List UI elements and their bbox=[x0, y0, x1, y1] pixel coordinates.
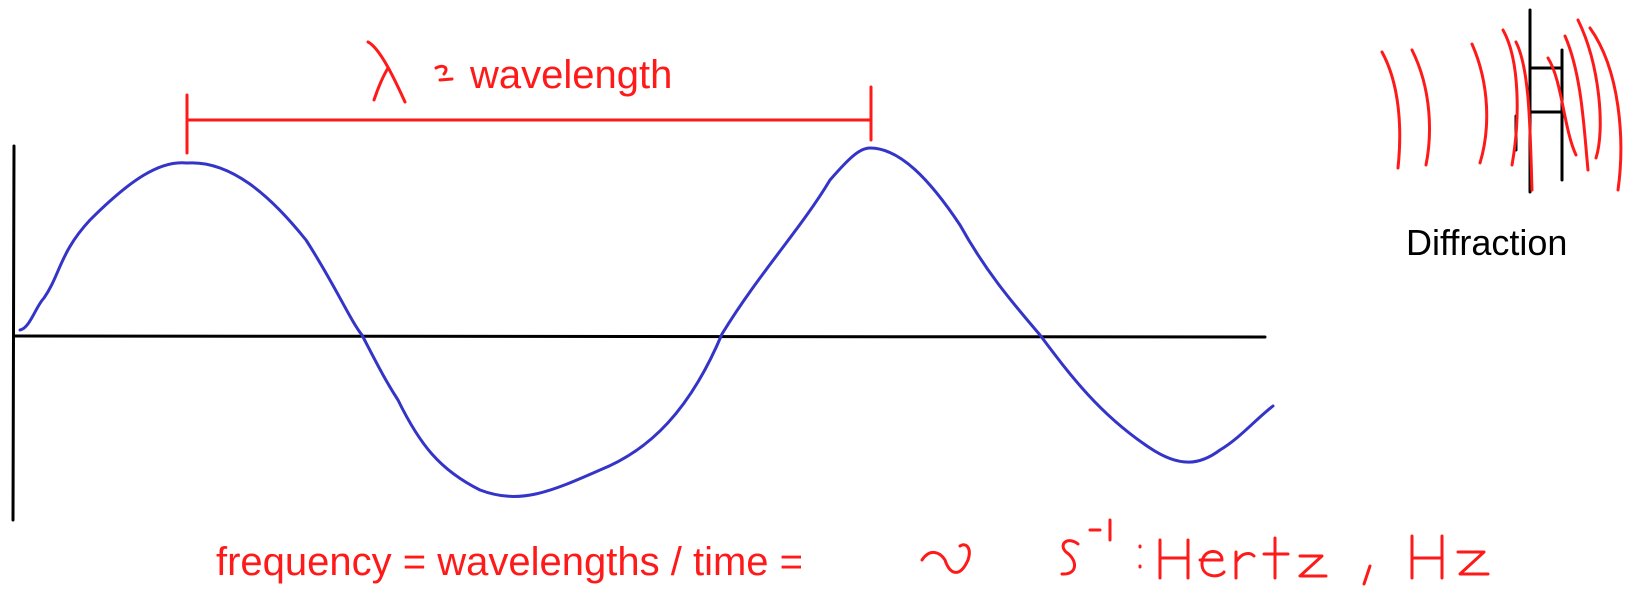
lambda-symbol bbox=[366, 40, 407, 104]
wave-curve bbox=[18, 146, 1275, 498]
wavelength-marker bbox=[185, 85, 873, 155]
diffraction-sketch bbox=[1380, 8, 1623, 194]
diffraction-barrier bbox=[1514, 8, 1564, 194]
wavelength-label: wavelength bbox=[469, 53, 672, 97]
equals-sign-handwritten bbox=[434, 64, 454, 82]
nu-symbol bbox=[920, 543, 971, 574]
y-axis bbox=[11, 144, 16, 522]
frequency-equation: frequency = wavelengths / time = bbox=[216, 540, 803, 584]
diffraction-label: Diffraction bbox=[1406, 222, 1567, 263]
x-axis bbox=[12, 334, 1267, 339]
units-handwritten bbox=[1060, 518, 1490, 586]
axes bbox=[11, 144, 1267, 522]
diffraction-wavefronts bbox=[1380, 18, 1623, 192]
